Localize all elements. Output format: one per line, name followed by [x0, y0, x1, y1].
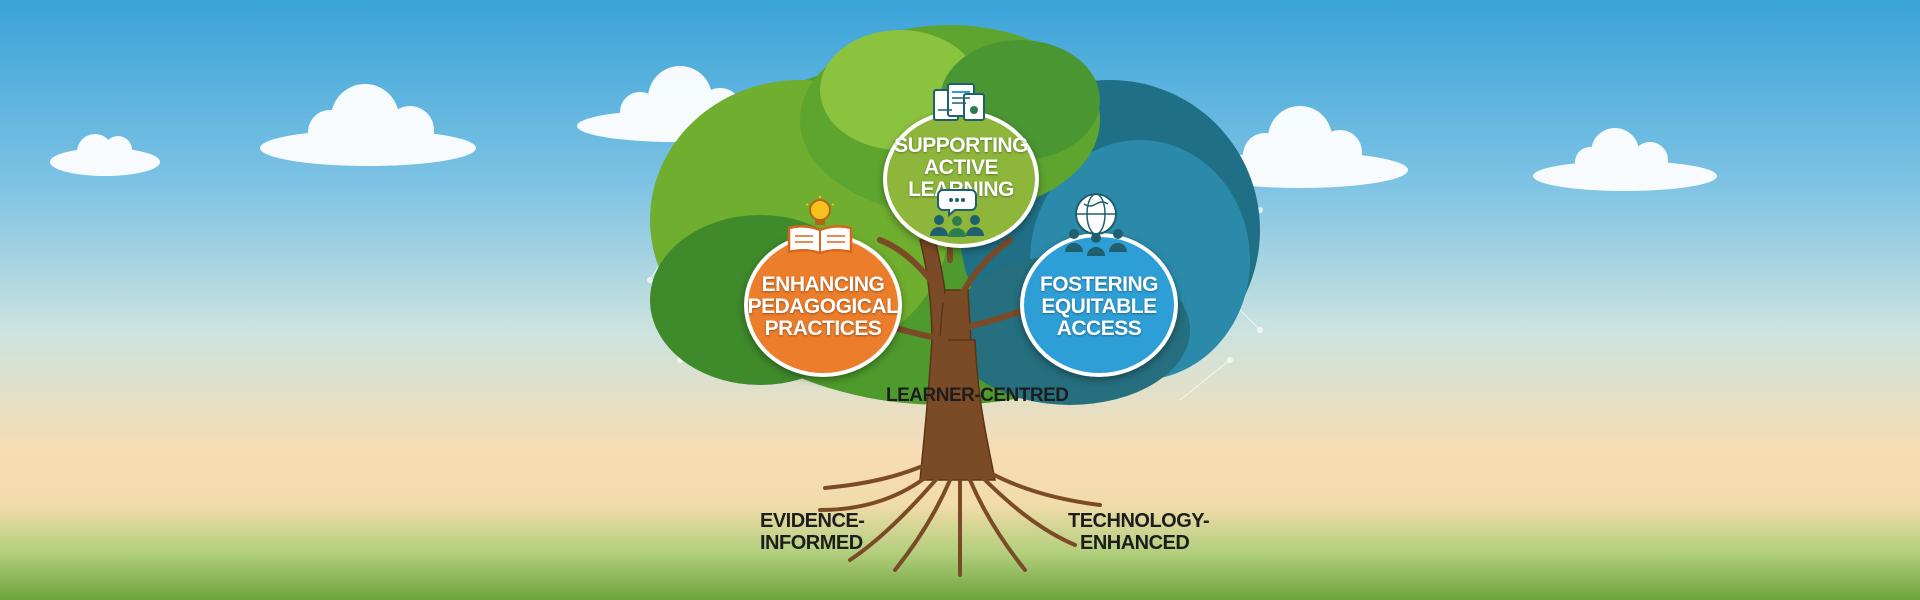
tree-trunk [919, 239, 996, 481]
circle-title-line: ACCESS [1056, 317, 1142, 341]
cloud [1533, 128, 1717, 191]
circle-title-line: SUPPORTING [894, 133, 1028, 157]
learner-centred-label: LEARNER-CENTRED [886, 385, 1069, 407]
evidence-informed-label: EVIDENCE- INFORMED [760, 510, 865, 554]
evidence-line: INFORMED [760, 532, 863, 554]
cloud [260, 84, 476, 166]
evidence-line: EVIDENCE- [760, 510, 865, 532]
book-lightbulb-icon [787, 196, 853, 254]
circle-title-line: PEDAGOGICAL [747, 294, 899, 318]
globe-people-icon [1065, 193, 1127, 256]
discussion-group-icon [930, 189, 984, 237]
circle-title-line: EQUITABLE [1041, 294, 1157, 318]
tree-roots [818, 463, 1102, 577]
technology-line: ENHANCED [1080, 532, 1190, 554]
learner-centred-text: LEARNER-CENTRED [886, 385, 1069, 406]
cloud [50, 134, 160, 176]
circle-title-line: PRACTICES [764, 317, 882, 341]
documents-icon [933, 83, 985, 121]
enhancing-pedagogical-practices-circle: ENHANCING PEDAGOGICAL PRACTICES [744, 233, 902, 377]
circle-title-line: FOSTERING [1039, 272, 1159, 296]
circle-title-line: ENHANCING [761, 272, 885, 296]
fostering-equitable-access-circle: FOSTERING EQUITABLE ACCESS [1020, 233, 1178, 377]
technology-line: TECHNOLOGY- [1068, 510, 1210, 532]
technology-enhanced-label: TECHNOLOGY- ENHANCED [1068, 510, 1210, 554]
